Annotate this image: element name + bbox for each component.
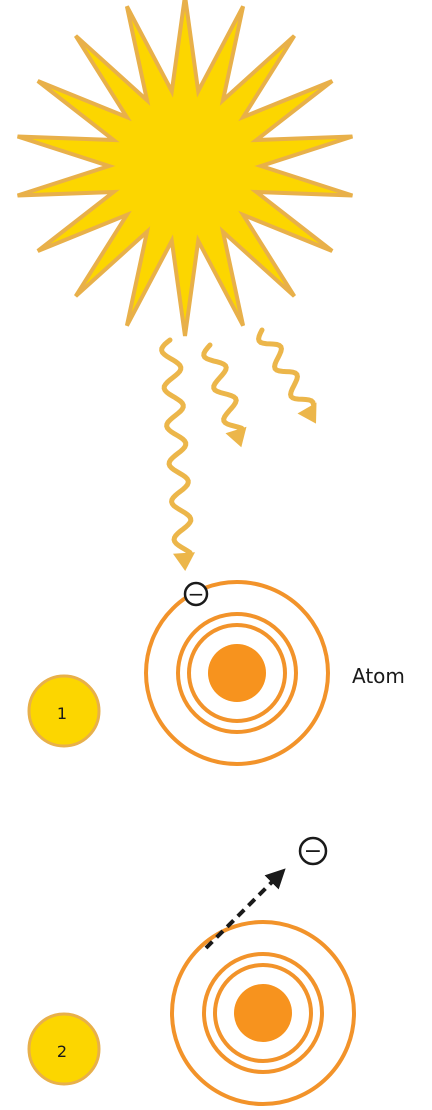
- ejected-electron: −: [300, 838, 326, 864]
- atom-label: Atom: [352, 664, 405, 688]
- light-wave-3-arrowhead: [298, 403, 317, 424]
- step-2-badge: 2: [29, 1014, 99, 1084]
- light-wave-2-arrowhead: [226, 427, 247, 447]
- step-1-badge: 1: [29, 676, 99, 746]
- electron-symbol: −: [188, 582, 205, 606]
- atom-1: [146, 582, 328, 764]
- atom-2: [172, 922, 354, 1104]
- atom-1-electron: −: [185, 582, 207, 606]
- ejected-electron-symbol: −: [304, 839, 322, 864]
- ejection-arrow: [206, 874, 280, 948]
- light-wave-3: [259, 330, 314, 404]
- light-wave-1: [162, 340, 191, 553]
- atom-2-nucleus: [234, 984, 292, 1042]
- step-2-number: 2: [57, 1042, 67, 1061]
- light-rays: [162, 330, 317, 571]
- light-wave-2: [204, 345, 242, 428]
- atom-1-nucleus: [208, 644, 266, 702]
- light-wave-1-arrowhead: [173, 552, 195, 571]
- step-1-number: 1: [57, 704, 67, 723]
- sun-icon: [18, 0, 353, 336]
